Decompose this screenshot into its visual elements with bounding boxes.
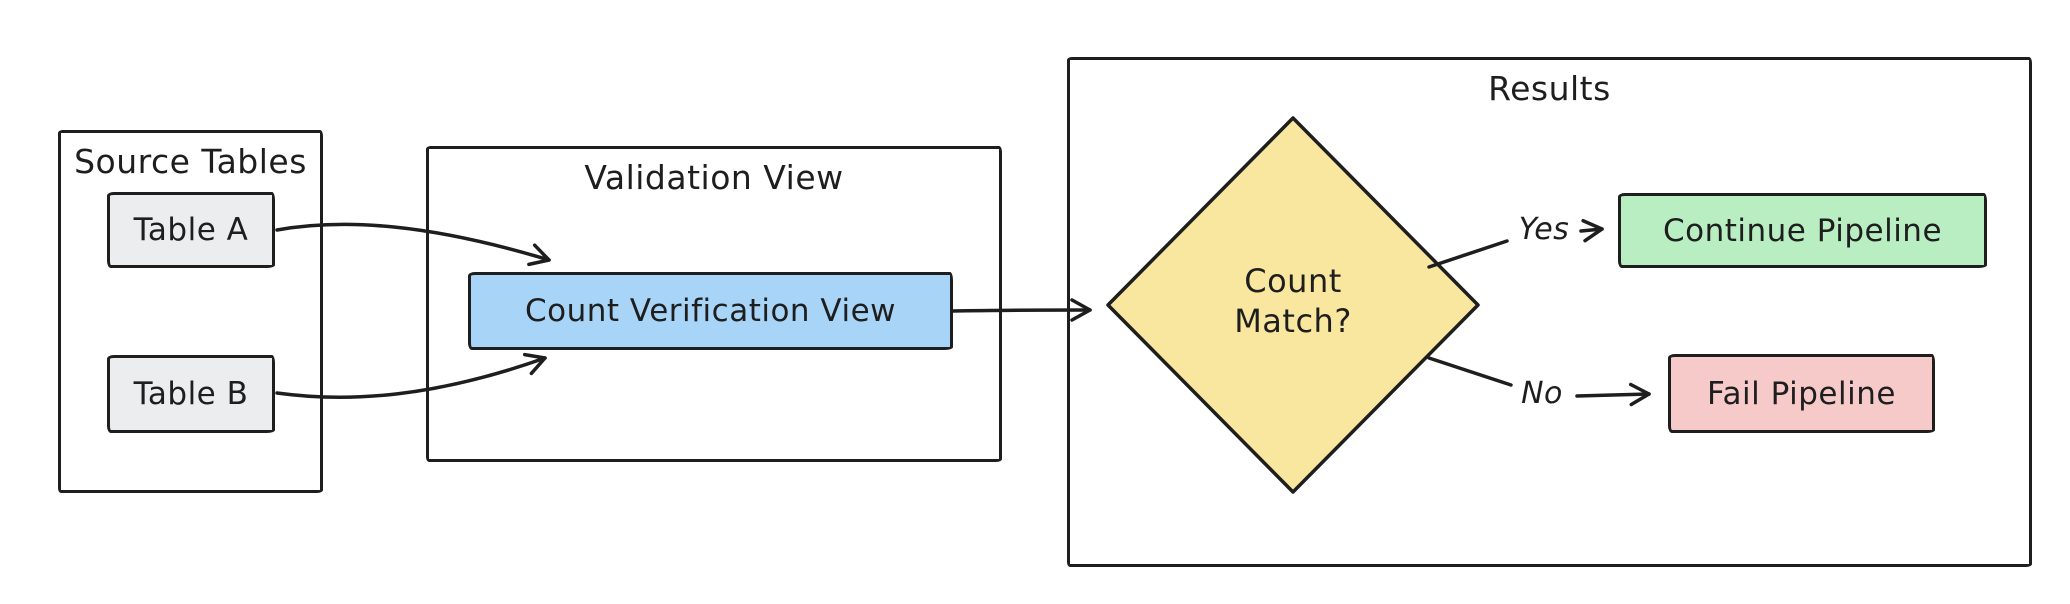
- node-continue-pipeline: Continue Pipeline: [1618, 193, 1987, 268]
- node-count-verification-view-label: Count Verification View: [524, 293, 896, 329]
- group-validation-view: Validation View: [426, 146, 1002, 462]
- node-count-verification-view: Count Verification View: [468, 272, 953, 350]
- node-count-match-label: Count Match?: [1143, 261, 1443, 341]
- group-title-source-tables: Source Tables: [74, 142, 307, 181]
- group-title-results: Results: [1488, 69, 1611, 108]
- node-table-a: Table A: [107, 192, 275, 268]
- count-match-line2: Match?: [1234, 302, 1352, 340]
- group-source-tables: Source Tables: [58, 130, 323, 493]
- node-continue-pipeline-label: Continue Pipeline: [1662, 212, 1943, 249]
- node-fail-pipeline-label: Fail Pipeline: [1707, 375, 1896, 412]
- group-title-validation-view: Validation View: [584, 158, 844, 197]
- count-match-line1: Count: [1244, 262, 1342, 300]
- node-table-b: Table B: [107, 355, 275, 433]
- node-fail-pipeline: Fail Pipeline: [1668, 354, 1935, 433]
- node-table-b-label: Table B: [133, 376, 249, 412]
- edge-label-yes: Yes: [1518, 212, 1570, 247]
- node-table-a-label: Table A: [133, 212, 249, 248]
- edge-label-no: No: [1521, 376, 1563, 411]
